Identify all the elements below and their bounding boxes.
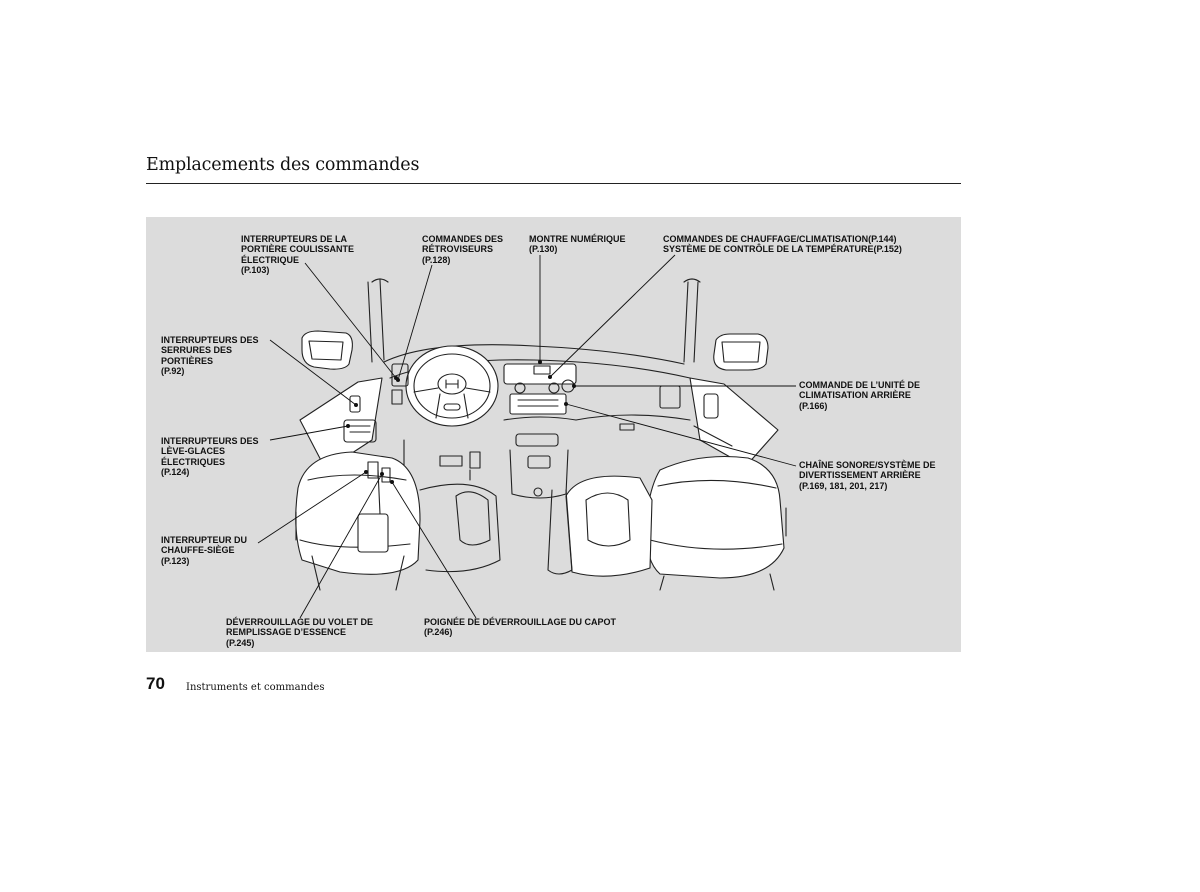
section-footer: Instruments et commandes xyxy=(186,682,325,693)
callout-line: ÉLECTRIQUE xyxy=(241,254,300,265)
callout-line: MONTRE NUMÉRIQUE xyxy=(529,234,626,244)
callout-page-ref: (P.130) xyxy=(529,244,558,255)
callout-line: POIGNÉE DE DÉVERROUILLAGE DU CAPOT xyxy=(424,617,617,627)
callout-line: ÉLECTRIQUES xyxy=(161,456,226,467)
callout-sliding-door-switches: INTERRUPTEURS DE LA PORTIÈRE COULISSANTE… xyxy=(241,234,354,276)
callout-line: DIVERTISSEMENT ARRIÈRE xyxy=(799,470,921,481)
callout-line: REMPLISSAGE D’ESSENCE xyxy=(226,627,347,638)
callout-line: COMMANDES DE CHAUFFAGE/CLIMATISATION(P.1… xyxy=(663,234,897,244)
callout-line: INTERRUPTEURS DE LA xyxy=(241,234,348,244)
page-number: 70 xyxy=(146,674,165,693)
callout-line: COMMANDES DES xyxy=(422,234,504,244)
callout-audio-system: CHAÎNE SONORE/SYSTÈME DE DIVERTISSEMENT … xyxy=(799,460,936,491)
callout-rear-ac-control: COMMANDE DE L’UNITÉ DE CLIMATISATION ARR… xyxy=(799,380,920,411)
callout-seat-heater-switch: INTERRUPTEUR DU CHAUFFE-SIÈGE (P.123) xyxy=(161,535,247,566)
callout-digital-clock: MONTRE NUMÉRIQUE (P.130) xyxy=(529,234,626,255)
callout-line: INTERRUPTEURS DES xyxy=(161,335,259,345)
callout-heating-controls: COMMANDES DE CHAUFFAGE/CLIMATISATION(P.1… xyxy=(663,234,902,255)
callout-page-ref: (P.92) xyxy=(161,366,185,377)
callout-door-lock-switches: INTERRUPTEURS DES SERRURES DES PORTIÈRES… xyxy=(161,335,259,377)
callout-mirror-controls: COMMANDES DES RÉTROVISEURS (P.128) xyxy=(422,234,503,265)
callout-line: PORTIÈRES xyxy=(161,355,214,366)
callout-page-ref: (P.166) xyxy=(799,400,828,411)
callout-line: CHAÎNE SONORE/SYSTÈME DE xyxy=(799,460,936,470)
callout-page-ref: (P.169, 181, 201, 217) xyxy=(799,480,888,491)
callout-power-window-switches: INTERRUPTEURS DES LÈVE-GLACES ÉLECTRIQUE… xyxy=(161,436,259,478)
callout-line: SERRURES DES xyxy=(161,345,233,356)
callout-line: COMMANDE DE L’UNITÉ DE xyxy=(799,380,921,390)
callout-page-ref: (P.123) xyxy=(161,555,190,566)
callout-hood-release-handle: POIGNÉE DE DÉVERROUILLAGE DU CAPOT (P.24… xyxy=(424,617,616,638)
callout-line: RÉTROVISEURS xyxy=(422,244,494,255)
page-title: Emplacements des commandes xyxy=(146,155,420,175)
callout-line: CLIMATISATION ARRIÈRE xyxy=(799,390,911,401)
callout-page-ref: (P.124) xyxy=(161,467,190,478)
callout-line: INTERRUPTEURS DES xyxy=(161,436,259,446)
callout-fuel-door-release: DÉVERROUILLAGE DU VOLET DE REMPLISSAGE D… xyxy=(226,617,373,648)
title-rule xyxy=(146,183,961,184)
callout-page-ref: (P.128) xyxy=(422,254,451,265)
callout-line: PORTIÈRE COULISSANTE xyxy=(241,244,355,255)
callout-line: SYSTÈME DE CONTRÔLE DE LA TEMPÉRATURE(P.… xyxy=(663,244,902,255)
callout-page-ref: (P.246) xyxy=(424,627,453,638)
callout-line: DÉVERROUILLAGE DU VOLET DE xyxy=(226,617,374,627)
callout-page-ref: (P.103) xyxy=(241,265,270,276)
callout-line: LÈVE-GLACES xyxy=(161,446,226,457)
callout-line: CHAUFFE-SIÈGE xyxy=(161,545,235,556)
callout-page-ref: (P.245) xyxy=(226,637,255,648)
callout-line: INTERRUPTEUR DU xyxy=(161,535,248,545)
